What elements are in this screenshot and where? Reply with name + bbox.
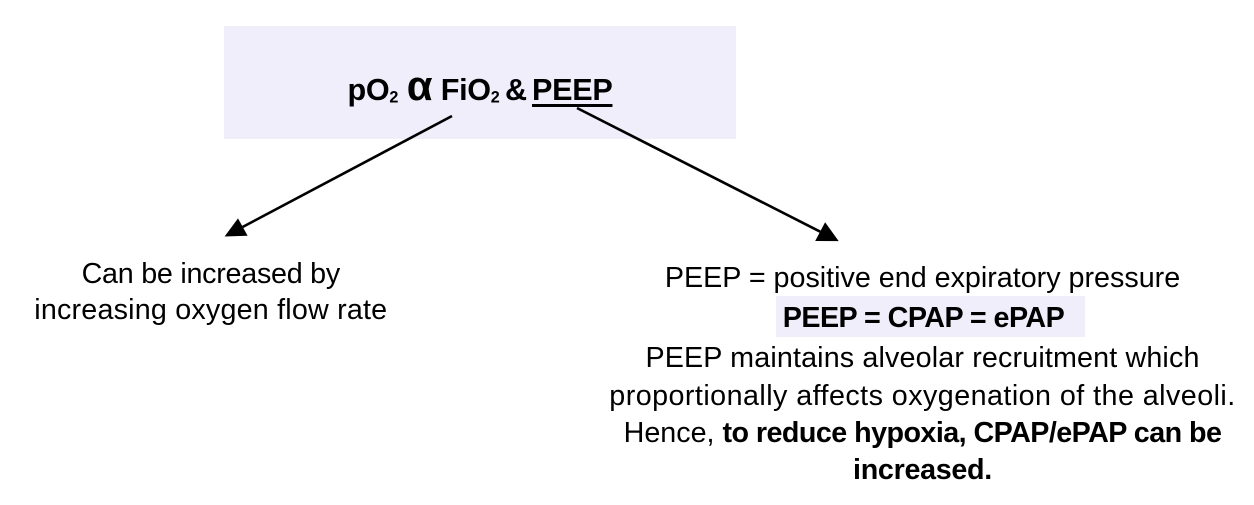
po2-subscript: 2 [389,88,399,107]
arrow-to-right-note [576,106,839,242]
right-arrowhead-icon [815,222,839,242]
fio2-subscript: 2 [490,88,500,107]
left-note: Can be increased by increasing oxygen fl… [0,256,422,329]
formula-po2-text: pO [347,72,390,107]
right-note-line4: proportionally affects oxygenation of th… [609,379,1236,412]
right-note-line1: PEEP = positive end expiratory pressure [664,262,1181,295]
peep-cpap-epap-highlight: PEEP = CPAP = ePAP [775,295,1086,337]
right-note-line6: increased. [853,453,992,486]
right-note-line3: PEEP maintains alveolar recruitment whic… [645,341,1200,374]
proportional-alpha-symbol: α [398,61,441,109]
left-note-line2: increasing oxygen flow rate [34,294,388,327]
arrow-to-left-note [224,114,453,237]
right-note-line5-bold: to reduce hypoxia, CPAP/ePAP can be [722,417,1222,450]
formula-po2: pO2 [348,73,399,107]
right-note-line5-regular: Hence, [623,417,723,450]
left-note-line1: Can be increased by [81,257,341,290]
formula-box-background [224,26,736,139]
right-note-highlight-line: PEEP = CPAP = ePAP [573,295,1254,337]
left-arrowhead-icon [224,218,248,237]
formula-fio2-text: FiO [440,72,491,107]
right-note-line5: Hence, to reduce hypoxia, CPAP/ePAP can … [573,415,1254,452]
formula-title: pO2 α FiO2 & PEEP [224,64,736,120]
right-note: PEEP = positive end expiratory pressure … [573,259,1254,488]
ampersand: & [499,72,533,107]
formula-peep: PEEP [532,72,613,107]
formula-fio2: FiO2 [441,73,500,107]
